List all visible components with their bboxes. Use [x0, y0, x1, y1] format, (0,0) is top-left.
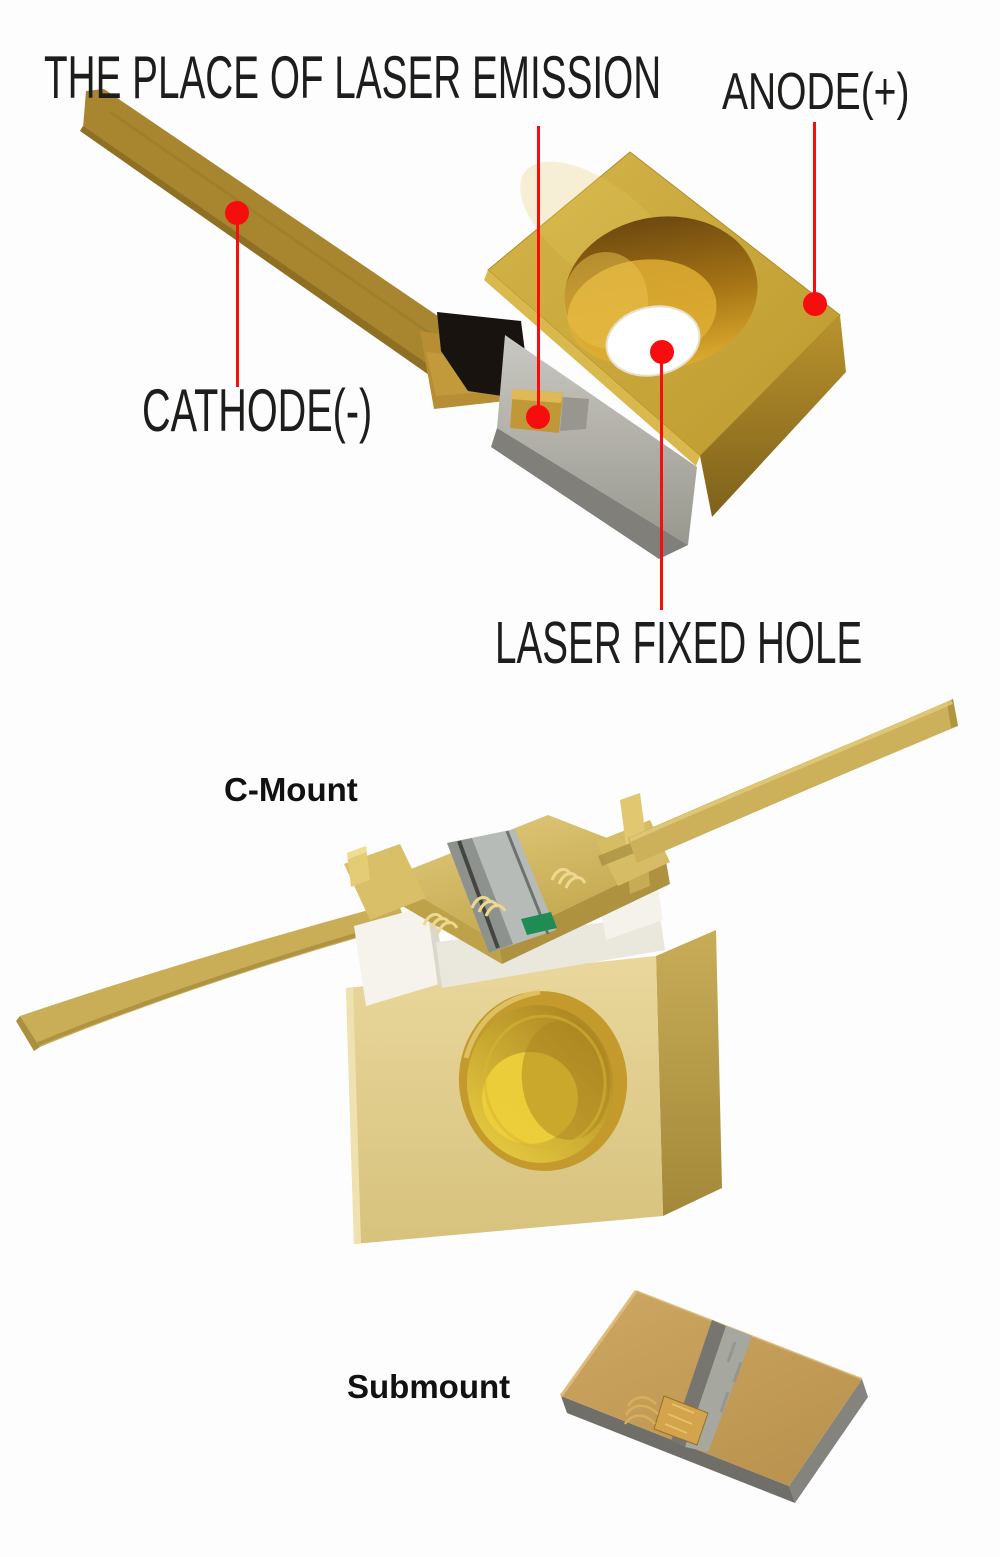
c-mount-photo: [16, 699, 958, 1244]
callout-label-anode: ANODE(+): [722, 63, 910, 121]
callout-dot-emission: [526, 405, 550, 429]
caption-submount: Submount: [347, 1368, 511, 1405]
callout-label-cathode: CATHODE(-): [142, 377, 373, 444]
callout-line-cathode: [236, 213, 239, 387]
caption-c-mount: C-Mount: [224, 771, 358, 808]
top-view-photo: [80, 89, 846, 559]
callout-line-fixed-hole: [660, 352, 663, 610]
callout-line-anode: [813, 122, 816, 304]
callout-line-emission: [537, 126, 540, 417]
callout-label-emission: THE PLACE OF LASER EMISSION: [44, 44, 662, 111]
submount-photo: [559, 1290, 868, 1503]
callout-dot-anode: [803, 292, 827, 316]
callout-label-fixed-hole: LASER FIXED HOLE: [495, 610, 863, 676]
